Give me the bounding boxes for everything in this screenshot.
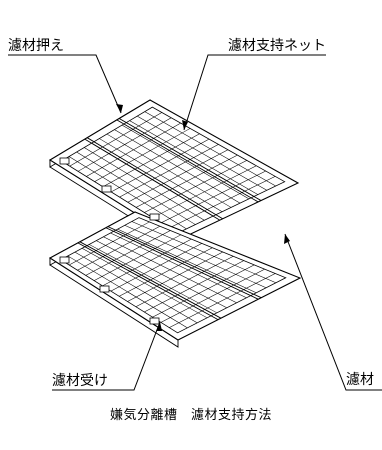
filter-receiver-plate-mesh-line: [74, 251, 198, 324]
filter-receiver-plate-mesh-line: [77, 225, 161, 271]
filter-receiver-plate-mesh-line: [144, 260, 244, 313]
filter-receiver-plate-mesh-line: [119, 247, 213, 297]
filter-receiver-plate-mesh-line: [124, 225, 267, 289]
filter-receiver-plate-mesh-line: [135, 256, 234, 307]
filter-receiver-plate-mesh-line: [110, 232, 247, 299]
filter-receiver-plate-mesh-line: [169, 273, 276, 328]
filter-holder-plate-mesh-line: [68, 156, 187, 230]
filter-receiver-plate-mesh-line: [110, 243, 202, 292]
label-filter-partial: 濾材: [346, 372, 374, 388]
filter-receiver-plate-mesh-line: [81, 248, 208, 319]
filter-receiver-plate-rim: [48, 211, 302, 341]
edge-tab: [59, 157, 70, 165]
filter-holder-plate-rib: [116, 119, 259, 203]
filter-receiver-plate-rib: [79, 241, 222, 319]
arrowhead: [182, 120, 188, 130]
label-filter-holder: 濾材押え: [8, 38, 64, 54]
filter-holder-plate-mesh-line: [76, 151, 196, 225]
filter-holder-plate-mesh-line: [137, 115, 267, 191]
filter-receiver-plate-rib: [107, 226, 262, 299]
filter-receiver-plate-mesh-line: [127, 251, 223, 302]
filter-receiver-plate-rib: [77, 242, 219, 321]
leader-filter-holder: [8, 54, 122, 114]
filter-holder-plate-rib: [86, 137, 223, 220]
filter-holder-plate-mesh-line: [84, 147, 205, 221]
filter-receiver-plate-mesh-line: [68, 221, 150, 266]
edge-tab: [59, 256, 70, 264]
filter-receiver-plate-mesh-line: [102, 238, 192, 287]
drawing-caption: 嫌気分離槽 濾材支持方法: [109, 408, 272, 423]
arrowhead: [284, 234, 290, 244]
filter-holder-plate-rib: [118, 118, 262, 201]
filter-holder-plate-mesh-line: [129, 120, 259, 195]
filter-holder-plate-mesh-line: [106, 133, 232, 208]
filter-holder-plate-mesh-line: [144, 111, 276, 187]
filter-receiver-plate-mesh-line: [89, 244, 218, 314]
edge-tab: [149, 213, 160, 221]
leader-filter-receiver: [52, 321, 161, 391]
label-filter-receiver: 濾材受け: [52, 373, 108, 389]
filter-holder-plate-mesh-line: [99, 138, 223, 212]
filter-receiver-plate-mesh-line: [96, 240, 227, 309]
filter-holder-plate: [48, 99, 300, 248]
filter-receiver-plate-mesh-line: [94, 234, 181, 281]
filter-holder-plate-mesh-line: [114, 129, 241, 204]
edge-tab: [149, 317, 160, 325]
filter-receiver-plate-rib: [105, 227, 259, 300]
arrowhead: [156, 322, 162, 331]
leader-filter-support-net: [183, 54, 326, 131]
filter-receiver-plate: [48, 211, 302, 348]
filter-holder-plate-rim: [48, 99, 300, 241]
arrowhead: [116, 104, 123, 113]
label-filter-support-net: 濾材支持ネット: [228, 38, 326, 54]
filter-holder-plate-rib: [84, 138, 220, 221]
leader-filter-partial: [284, 233, 382, 391]
filter-holder-plate-mesh-line: [121, 124, 250, 200]
edge-tab: [101, 185, 112, 193]
filter-receiver-plate-mesh-line: [103, 236, 237, 304]
filter-receiver-plate-mesh-line: [152, 264, 255, 318]
filter-receiver-plate-mesh-line: [160, 268, 265, 323]
filter-receiver-plate-mesh-line: [67, 255, 188, 329]
filter-receiver-plate-mesh-line: [117, 228, 257, 294]
filter-receiver-plate-mesh-line: [85, 230, 171, 276]
edge-tab: [99, 285, 110, 293]
filter-receiver-plate-mesh-line: [131, 221, 277, 284]
